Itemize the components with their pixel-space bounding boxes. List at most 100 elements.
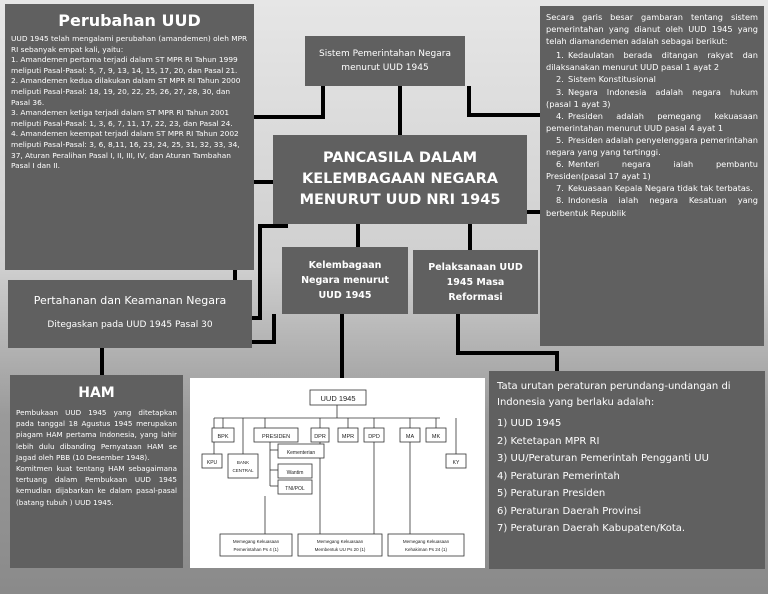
connector-pelaksanaan-down [456,314,460,354]
pertahanan-title: Pertahanan dan Keamanan Negara [33,294,227,307]
org-exec-1-node [219,533,293,557]
org-dpr-node [310,427,330,443]
tata-item: 3) UU/Peraturan Pemerintah Pengganti UU [497,453,709,464]
garis-item: 6.Menteri negara ialah pembantu Presiden… [546,159,758,182]
perubahan-intro: UUD 1945 telah mengalami perubahan (aman… [11,34,248,54]
org-exec-2-line-2: Membentuk UU Ps 20 (1) [315,547,366,552]
org-wantim-node [277,463,313,479]
connector-pancasila-pelaksanaan [468,224,472,250]
kelembagaan-line-2: Negara menurut [301,275,389,286]
garis-item: 4.Presiden adalah pemegang kekuasaan pem… [546,110,758,133]
org-mk-label: MK [432,434,441,440]
tata-urutan-panel: Tata urutan peraturan perundang-undangan… [489,371,765,569]
org-ky-node [445,453,467,469]
org-tni-node [277,479,313,495]
connector-pelaksanaan-to-tata [456,351,558,355]
org-presiden-node [253,427,299,443]
ham-paragraph-2: Komitmen kuat tentang HAM sebagaimana te… [16,464,177,507]
perubahan-item-2: 2. Amandemen kedua dilakukan dalam ST MP… [11,76,241,107]
pancasila-line-1: PANCASILA DALAM [322,150,477,166]
sistem-pemerintahan-box: Sistem Pemerintahan Negara menurut UUD 1… [305,36,465,86]
org-kementerian-node [277,443,325,459]
connector-sistem-vertical-center [398,86,402,135]
connector-ham-v [100,340,104,375]
org-mk-node [425,427,447,443]
ham-title: HAM [78,385,115,401]
org-exec-3-line-2: Kehakiman Ps 24 (1) [405,547,448,552]
org-exec-3-node [387,533,465,557]
connector-kelembagaan-down [340,314,344,378]
org-mpr-label: MPR [342,434,354,440]
sistem-line-2: menurut UUD 1945 [341,63,429,73]
org-uud-label: UUD 1945 [320,394,355,403]
ham-paragraph-1: Pembukaan UUD 1945 yang ditetapkan pada … [16,408,177,462]
org-bpk-node [211,427,235,443]
pertahanan-subtitle: Ditegaskan pada UUD 1945 Pasal 30 [47,320,213,330]
connector-ham-v-right [272,314,276,344]
org-dpd-label: DPD [368,434,380,440]
tata-item: 7) Peraturan Daerah Kabupaten/Kota. [497,523,686,534]
garis-intro: Secara garis besar gambaran tentang sist… [546,12,758,47]
org-wantim-label: Wantim [287,470,304,476]
garis-item: 8.Indonesia ialah negara Kesatuan yang b… [546,195,758,218]
org-exec-3-line-1: Memegang Kekuasaan [403,539,450,544]
ham-panel: HAM Pembukaan UUD 1945 yang ditetapkan p… [10,375,183,568]
garis-item: 5.Presiden adalah penyelenggara pemerint… [546,134,758,158]
org-bpk-label: BPK [217,434,228,440]
org-bank-label-1: BANK [237,460,249,465]
kelembagaan-line-3: UUD 1945 [318,290,372,301]
org-presiden-label: PRESIDEN [262,434,290,440]
connector-pancasila-right-h [527,210,540,214]
connector-tata-up [555,351,559,371]
perubahan-uud-panel: Perubahan UUD UUD 1945 telah mengalami p… [5,4,254,270]
garis-item: 1.Kedaulatan berada ditangan rakyat dan … [546,50,758,73]
org-uud-node [309,389,367,406]
tata-item: 2) Ketetapan MPR RI [497,435,600,447]
org-exec-1-line-1: Memegang Kekuasaan [233,539,280,544]
org-dpd-node [363,427,385,443]
connector-pancasila-kelembagaan [356,224,360,247]
connector-sistem-to-perubahan [254,115,325,119]
tata-item: 4) Peraturan Pemerintah [497,470,620,482]
tata-item: 6) Peraturan Daerah Provinsi [497,505,642,517]
connector-sistem-vertical-right [467,86,471,116]
tata-item: 1) UUD 1945 [497,418,562,429]
org-kementerian-label: Kementerian [287,450,316,456]
garis-item: 7.Kekuasaan Kepala Negara tidak tak terb… [556,183,753,194]
kelembagaan-box: Kelembagaan Negara menurut UUD 1945 [282,247,408,314]
pancasila-line-3: MENURUT UUD NRI 1945 [299,192,501,208]
org-chart-svg: UUD 1945 BPK PRESIDEN DPR MPR DPD MA MK … [201,389,467,557]
perubahan-title: Perubahan UUD [58,11,201,30]
org-exec-2-node [297,533,383,557]
garis-item: 2.Sistem Konstitusional [556,74,656,85]
perubahan-item-3: 3. Amandemen ketiga terjadi dalam ST MPR… [11,108,233,128]
org-bank-label-2: CENTRAL [232,468,254,473]
connector-pertahanan-top [258,224,288,228]
garis-besar-panel: Secara garis besar gambaran tentang sist… [540,6,764,346]
org-ma-node [399,427,421,443]
tata-item: 5) Peraturan Presiden [497,488,606,499]
org-kpu-label: KPU [207,460,218,466]
org-bank-node [227,453,259,479]
org-exec-1-line-2: Pemerintahan Ps 4 (1) [233,547,279,552]
pelaksanaan-box: Pelaksanaan UUD 1945 Masa Reformasi [413,250,538,314]
org-kpu-node [201,453,223,469]
org-mpr-node [337,427,359,443]
kelembagaan-line-1: Kelembagaan [308,260,382,271]
pertahanan-panel: Pertahanan dan Keamanan Negara Ditegaska… [8,280,252,348]
pelaksanaan-line-2: 1945 Masa [446,276,505,288]
garis-item: 3.Negara Indonesia adalah negara hukum (… [546,86,758,109]
connector-sistem-vertical-left [321,86,325,116]
pelaksanaan-line-1: Pelaksanaan UUD [428,261,523,273]
perubahan-item-4: 4. Amandemen keempat terjadi dalam ST MP… [11,129,240,171]
connector-pertahanan-up [258,224,262,320]
org-dpr-label: DPR [314,434,326,440]
pancasila-title-box: PANCASILA DALAM KELEMBAGAAN NEGARA MENUR… [273,135,527,224]
connector-pertahanan-right [252,316,262,320]
org-ma-label: MA [406,434,415,440]
perubahan-item-1: 1. Amandemen pertama terjadi dalam ST MP… [11,55,238,75]
pancasila-line-2: KELEMBAGAAN NEGARA [301,171,499,187]
org-ky-label: KY [453,460,460,466]
org-exec-2-line-1: Memegang Kekuasaan [317,539,364,544]
org-tni-label: TNI/POL [285,486,305,492]
